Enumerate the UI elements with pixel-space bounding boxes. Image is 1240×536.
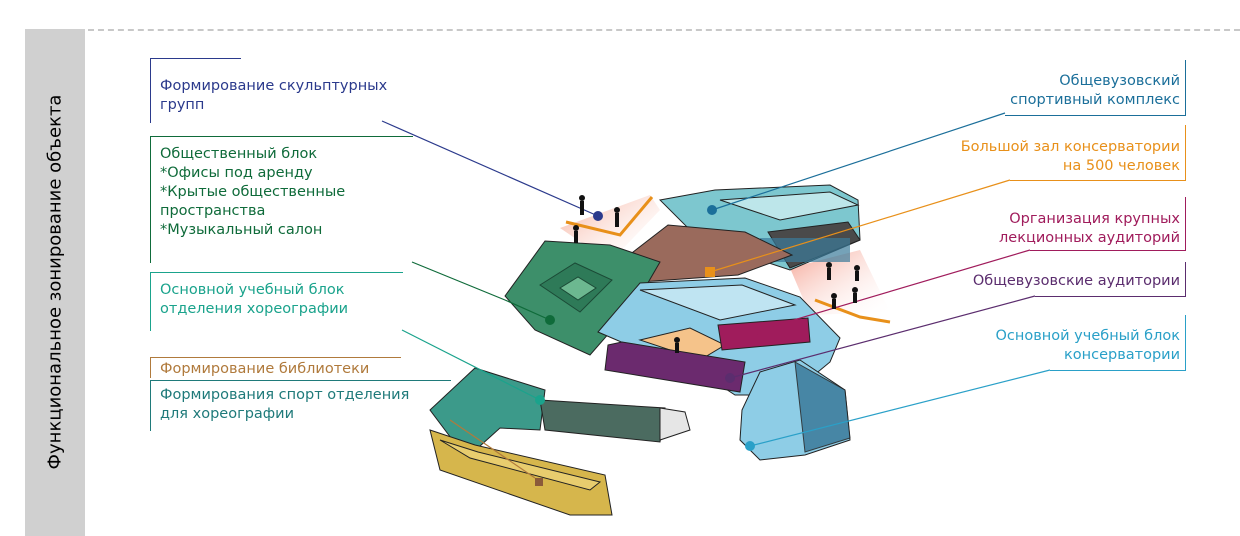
- label-sport-choreo-line2: для хореографии: [160, 406, 295, 422]
- block-center-roof: [639, 284, 797, 321]
- side-title: Функциональное зонирование объекта: [44, 94, 66, 470]
- label-auditoria-line1: Общевузовские аудитории: [972, 273, 1180, 289]
- label-auditoria: Общевузовские аудитории: [973, 272, 1180, 291]
- label-public-line4: пространства: [160, 203, 266, 219]
- leader-big-hall: [709, 179, 1011, 273]
- block-yellow: [429, 429, 613, 516]
- label-public-line1: Общественный блок: [160, 146, 318, 162]
- marker-big-hall: [705, 267, 715, 277]
- leader-public: [411, 261, 551, 321]
- leader-auditoria: [729, 295, 1036, 379]
- label-library-line1: Формирование библиотеки: [160, 361, 370, 377]
- bracket-sculpture: [150, 58, 241, 123]
- block-public-court: [539, 262, 613, 313]
- bracket-public: [150, 136, 413, 263]
- block-sport-uni-dark: [767, 221, 861, 269]
- block-center-courtyard: [638, 327, 727, 361]
- label-lecture-line2: лекционных аудиторий: [999, 230, 1180, 246]
- block-center: [597, 277, 841, 396]
- label-lecture-line1: Организация крупных: [1009, 211, 1180, 227]
- block-big-hall: [614, 224, 794, 283]
- label-sport-choreo: Формирования спорт отделения для хореогр…: [160, 386, 409, 424]
- block-conservatory: [739, 359, 851, 461]
- marker-auditoria: [725, 373, 735, 383]
- block-public: [504, 240, 661, 356]
- label-public-line2: *Офисы под аренду: [160, 165, 313, 181]
- block-conservatory-dark: [794, 361, 851, 453]
- block-auditoria: [604, 341, 746, 393]
- marker-choreo: [535, 395, 545, 405]
- label-choreo-line1: Основной учебный блок: [160, 282, 345, 298]
- marker-public: [545, 315, 555, 325]
- people-silhouettes: [573, 195, 860, 353]
- label-public-line5: *Музыкальный салон: [160, 222, 323, 238]
- label-sport-uni-line2: спортивный комплекс: [1010, 92, 1180, 108]
- label-conservatory-line1: Основной учебный блок: [995, 328, 1180, 344]
- label-big-hall-line2: на 500 человек: [1062, 158, 1180, 174]
- bracket-lecture: [1030, 197, 1186, 251]
- bracket-sport-choreo: [150, 380, 451, 431]
- block-public-court-inner: [559, 276, 597, 301]
- bracket-conservatory: [1050, 315, 1186, 371]
- marker-sport-uni: [707, 205, 717, 215]
- label-sculpture-line2: групп: [160, 97, 205, 113]
- label-library: Формирование библиотеки: [160, 360, 369, 379]
- label-sculpture: Формирование скульптурных групп: [160, 77, 387, 115]
- top-dashed-divider: [88, 29, 1240, 31]
- label-big-hall: Большой зал консерватории на 500 человек: [961, 138, 1180, 176]
- label-public: Общественный блок *Офисы под аренду *Кры…: [160, 145, 345, 240]
- marker-sculpture: [593, 211, 603, 221]
- label-big-hall-line1: Большой зал консерватории: [960, 139, 1180, 155]
- terrace-top-edge: [565, 196, 654, 237]
- block-sport-uni: [658, 184, 861, 271]
- leader-lecture: [752, 249, 1031, 333]
- block-sport-choreo-end: [659, 407, 691, 441]
- label-choreo: Основной учебный блок отделения хореогра…: [160, 281, 348, 319]
- block-yellow-top: [439, 439, 602, 491]
- leader-sculpture: [381, 120, 599, 217]
- bracket-choreo: [150, 272, 403, 331]
- label-sculpture-line1: Формирование скульптурных: [160, 78, 388, 94]
- bracket-auditoria: [1035, 262, 1186, 297]
- side-title-bar: [25, 29, 85, 536]
- block-sport-uni-roof: [719, 191, 860, 221]
- marker-lecture: [748, 327, 758, 337]
- label-conservatory-line2: консерватории: [1063, 347, 1180, 363]
- marker-conservatory: [745, 441, 755, 451]
- leader-conservatory: [749, 369, 1051, 447]
- label-lecture: Организация крупных лекционных аудиторий: [999, 210, 1180, 248]
- label-sport-uni-line1: Общевузовский: [1059, 73, 1180, 89]
- label-sport-choreo-line1: Формирования спорт отделения: [160, 387, 410, 403]
- bracket-sport-uni: [1005, 60, 1186, 116]
- block-sport-choreo: [539, 399, 666, 443]
- bracket-library: [150, 357, 401, 378]
- bracket-big-hall: [1010, 125, 1186, 181]
- label-choreo-line2: отделения хореографии: [160, 301, 349, 317]
- label-public-line3: *Крытые общественные: [160, 184, 346, 200]
- terrace-right: [790, 250, 890, 315]
- label-conservatory: Основной учебный блок консерватории: [996, 327, 1180, 365]
- label-sport-uni: Общевузовский спортивный комплекс: [1010, 72, 1180, 110]
- leader-library: [449, 419, 536, 479]
- terrace-right-edge: [814, 298, 891, 324]
- block-lecture: [717, 317, 811, 351]
- marker-library: [535, 478, 543, 486]
- terrace-top: [560, 195, 660, 262]
- block-sport-uni-glass: [760, 238, 850, 262]
